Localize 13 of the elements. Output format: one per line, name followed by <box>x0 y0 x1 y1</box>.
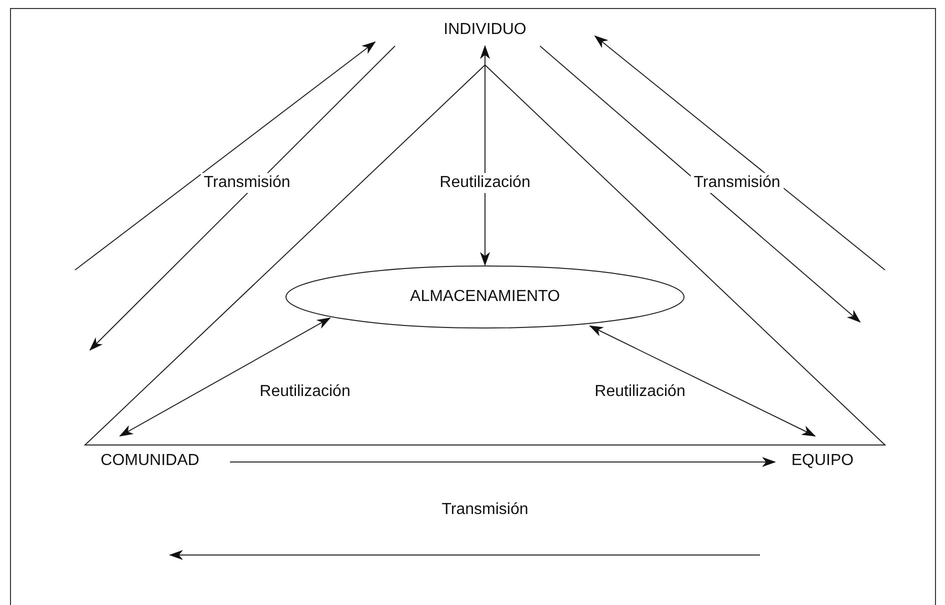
concept-label: COMUNIDAD <box>70 436 230 486</box>
arrow <box>119 318 331 436</box>
concept-label: EQUIPO <box>775 436 870 486</box>
edge-label: Transmisión <box>690 173 784 193</box>
arrow <box>594 35 886 270</box>
arrow <box>540 46 861 323</box>
arrow <box>230 457 776 467</box>
arrow <box>480 45 490 266</box>
concept-label: INDIVIDUO <box>375 14 595 46</box>
arrow <box>74 41 376 270</box>
arrow <box>589 326 816 436</box>
storage-ellipse: ALMACENAMIENTO <box>285 265 685 329</box>
arrow <box>89 46 396 351</box>
